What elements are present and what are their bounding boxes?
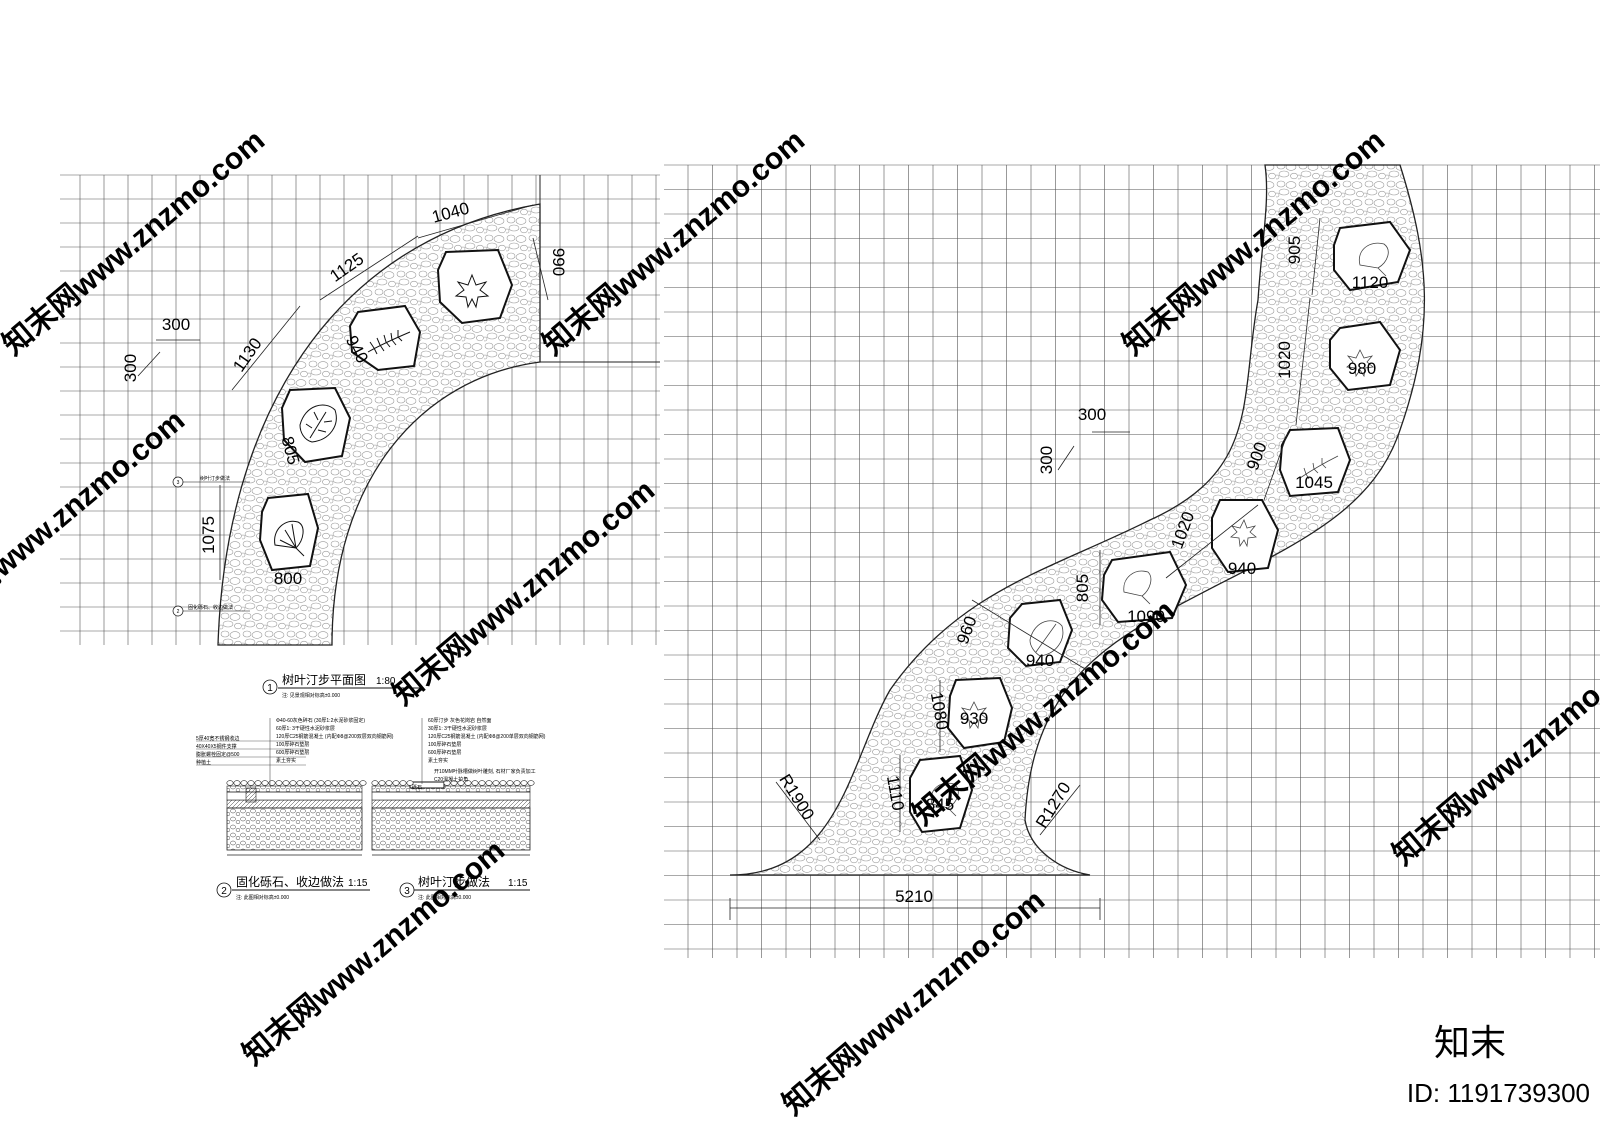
fern-leaf-icon	[1299, 455, 1339, 480]
title-block-1: 1 树叶汀步平面图 1:80 注: 见景观相对标高±0.000	[262, 672, 420, 699]
section-note: 30厚1: 3干硬性水泥砂浆层	[428, 725, 487, 732]
section-note: 60厚1: 3干硬性水泥砂浆层	[276, 725, 335, 732]
svg-text:树叶汀步做法: 树叶汀步做法	[418, 874, 490, 889]
svg-text:1020: 1020	[1275, 341, 1294, 379]
svg-text:930: 930	[960, 709, 988, 728]
svg-text:845: 845	[926, 795, 954, 814]
right-stone-labels: 1120 980 1045 940 1090 940 930 845	[926, 273, 1388, 814]
section-note: 120厚C25钢筋混凝土 (内配Φ8@200单层双向钢筋网)	[428, 733, 546, 740]
svg-text:知末: 知末	[1434, 1022, 1506, 1063]
section-note: 600厚碎石垫层	[276, 749, 309, 756]
image-id: ID: 1191739300	[1407, 1078, 1590, 1108]
section-note: 100厚碎石垫层	[428, 741, 461, 748]
section-note: 素土夯实	[428, 757, 448, 764]
svg-text:1:15: 1:15	[348, 878, 368, 889]
svg-text:905: 905	[1285, 236, 1304, 264]
svg-text:R1900: R1900	[775, 771, 818, 824]
dim-label: 300	[162, 315, 190, 334]
svg-text:知末网www.znzmo.com: 知末网www.znzmo.com	[237, 834, 511, 1072]
right-stepping-stones	[909, 220, 1412, 834]
svg-text:知末网www.znzmo.com: 知末网www.znzmo.com	[387, 474, 661, 712]
section-note: 开10MM叶脉槽做树叶雕刻, 石材厂家负责加工	[434, 768, 536, 775]
dim-label: 800	[274, 569, 302, 588]
svg-text:1:80: 1:80	[376, 676, 396, 687]
section-note: Φ40-60灰色碎石 (30厚1:2水泥砂浆固定)	[276, 717, 365, 724]
maple-leaf-icon	[960, 701, 988, 730]
section-note: 40X40X5钢件支撑	[196, 743, 237, 750]
section-note: 素土夯实	[276, 757, 296, 764]
svg-text:2: 2	[177, 609, 180, 615]
monstera-leaf-icon	[1029, 620, 1064, 657]
dim-label: 1040	[430, 199, 471, 227]
section-note: 60厚汀步 灰色花岗岩 自然面	[428, 717, 491, 724]
title-block-2: 2 固化砾石、收边做法 1:15 注: 此图相对标高±0.000	[216, 874, 370, 901]
section-note: 600厚碎石垫层	[428, 749, 461, 756]
svg-text:805: 805	[1073, 574, 1092, 602]
ginkgo-leaf-icon	[930, 782, 959, 817]
brand-logo: 知末	[1434, 1022, 1506, 1063]
svg-text:注: 此图相对标高±0.000: 注: 此图相对标高±0.000	[418, 894, 471, 901]
ginkgo-leaf-icon	[1123, 570, 1152, 605]
svg-text:注: 见景观相对标高±0.000: 注: 见景观相对标高±0.000	[282, 692, 340, 699]
svg-text:5210: 5210	[895, 887, 933, 906]
section-note: 5厚40宽不锈钢收边	[196, 735, 239, 742]
right-grid	[664, 164, 1600, 958]
maple-leaf-icon	[1346, 349, 1374, 378]
dim-label: 1075	[199, 516, 218, 554]
right-dimension-lines	[729, 217, 1321, 920]
svg-text:940: 940	[1026, 651, 1054, 670]
monstera-leaf-icon	[299, 404, 337, 443]
title-block-3: 3 树叶汀步做法 1:15 注: 此图相对标高±0.000	[399, 874, 530, 901]
left-dimension-lines	[137, 204, 549, 580]
section-note: 膨胀螺栓固定@500	[196, 751, 240, 758]
section-note: 砾石	[412, 784, 422, 791]
svg-text:300: 300	[1037, 446, 1056, 474]
svg-text:树叶汀步平面图: 树叶汀步平面图	[282, 672, 366, 687]
svg-text:知末网www.znzmo.com: 知末网www.znzmo.com	[777, 884, 1051, 1122]
svg-text:固化砾石、收边做法: 固化砾石、收边做法	[188, 604, 233, 611]
section-note: 100厚碎石垫层	[276, 741, 309, 748]
ginkgo-leaf-icon	[274, 520, 305, 557]
svg-text:1:15: 1:15	[508, 878, 528, 889]
svg-text:980: 980	[1348, 359, 1376, 378]
dim-label: 1125	[326, 249, 367, 286]
svg-text:固化砾石、收边做法: 固化砾石、收边做法	[236, 874, 344, 889]
fern-leaf-icon	[367, 330, 411, 355]
maple-leaf-icon	[454, 273, 490, 309]
svg-text:ID: 1191739300: ID: 1191739300	[1407, 1078, 1590, 1108]
section-note: C20混凝土护角	[434, 776, 468, 783]
svg-text:940: 940	[1228, 559, 1256, 578]
dim-label: 300	[121, 354, 140, 382]
svg-text:2: 2	[221, 886, 227, 897]
left-callouts: 3 树叶汀步做法 2 固化砾石、收边做法	[172, 475, 250, 617]
svg-text:R1270: R1270	[1032, 779, 1075, 832]
svg-text:知末网www.znzmo.com: 知末网www.znzmo.com	[537, 124, 811, 362]
svg-text:3: 3	[404, 886, 410, 897]
svg-text:1120: 1120	[1352, 273, 1389, 292]
maple-leaf-icon	[1230, 519, 1257, 548]
svg-text:树叶汀步做法: 树叶汀步做法	[200, 475, 230, 482]
svg-text:注: 此图相对标高±0.000: 注: 此图相对标高±0.000	[236, 894, 289, 901]
section-note: 120厚C25钢筋混凝土 (内配Φ8@200双层双向钢筋网)	[276, 733, 394, 740]
svg-text:知末网www.znzmo.com: 知末网www.znzmo.com	[0, 404, 191, 642]
section-note: 种植土	[196, 759, 211, 766]
dim-label: 990	[549, 248, 568, 276]
right-s-curve-path	[729, 164, 1426, 876]
svg-text:3: 3	[177, 480, 180, 486]
svg-text:1045: 1045	[1295, 473, 1333, 492]
ginkgo-leaf-icon	[1358, 242, 1389, 277]
svg-text:300: 300	[1078, 405, 1106, 424]
left-stepping-stones	[258, 248, 514, 572]
svg-text:1090: 1090	[1127, 607, 1165, 626]
svg-text:1: 1	[267, 683, 273, 694]
svg-text:知末网www.znzmo.com: 知末网www.znzmo.com	[0, 124, 271, 362]
